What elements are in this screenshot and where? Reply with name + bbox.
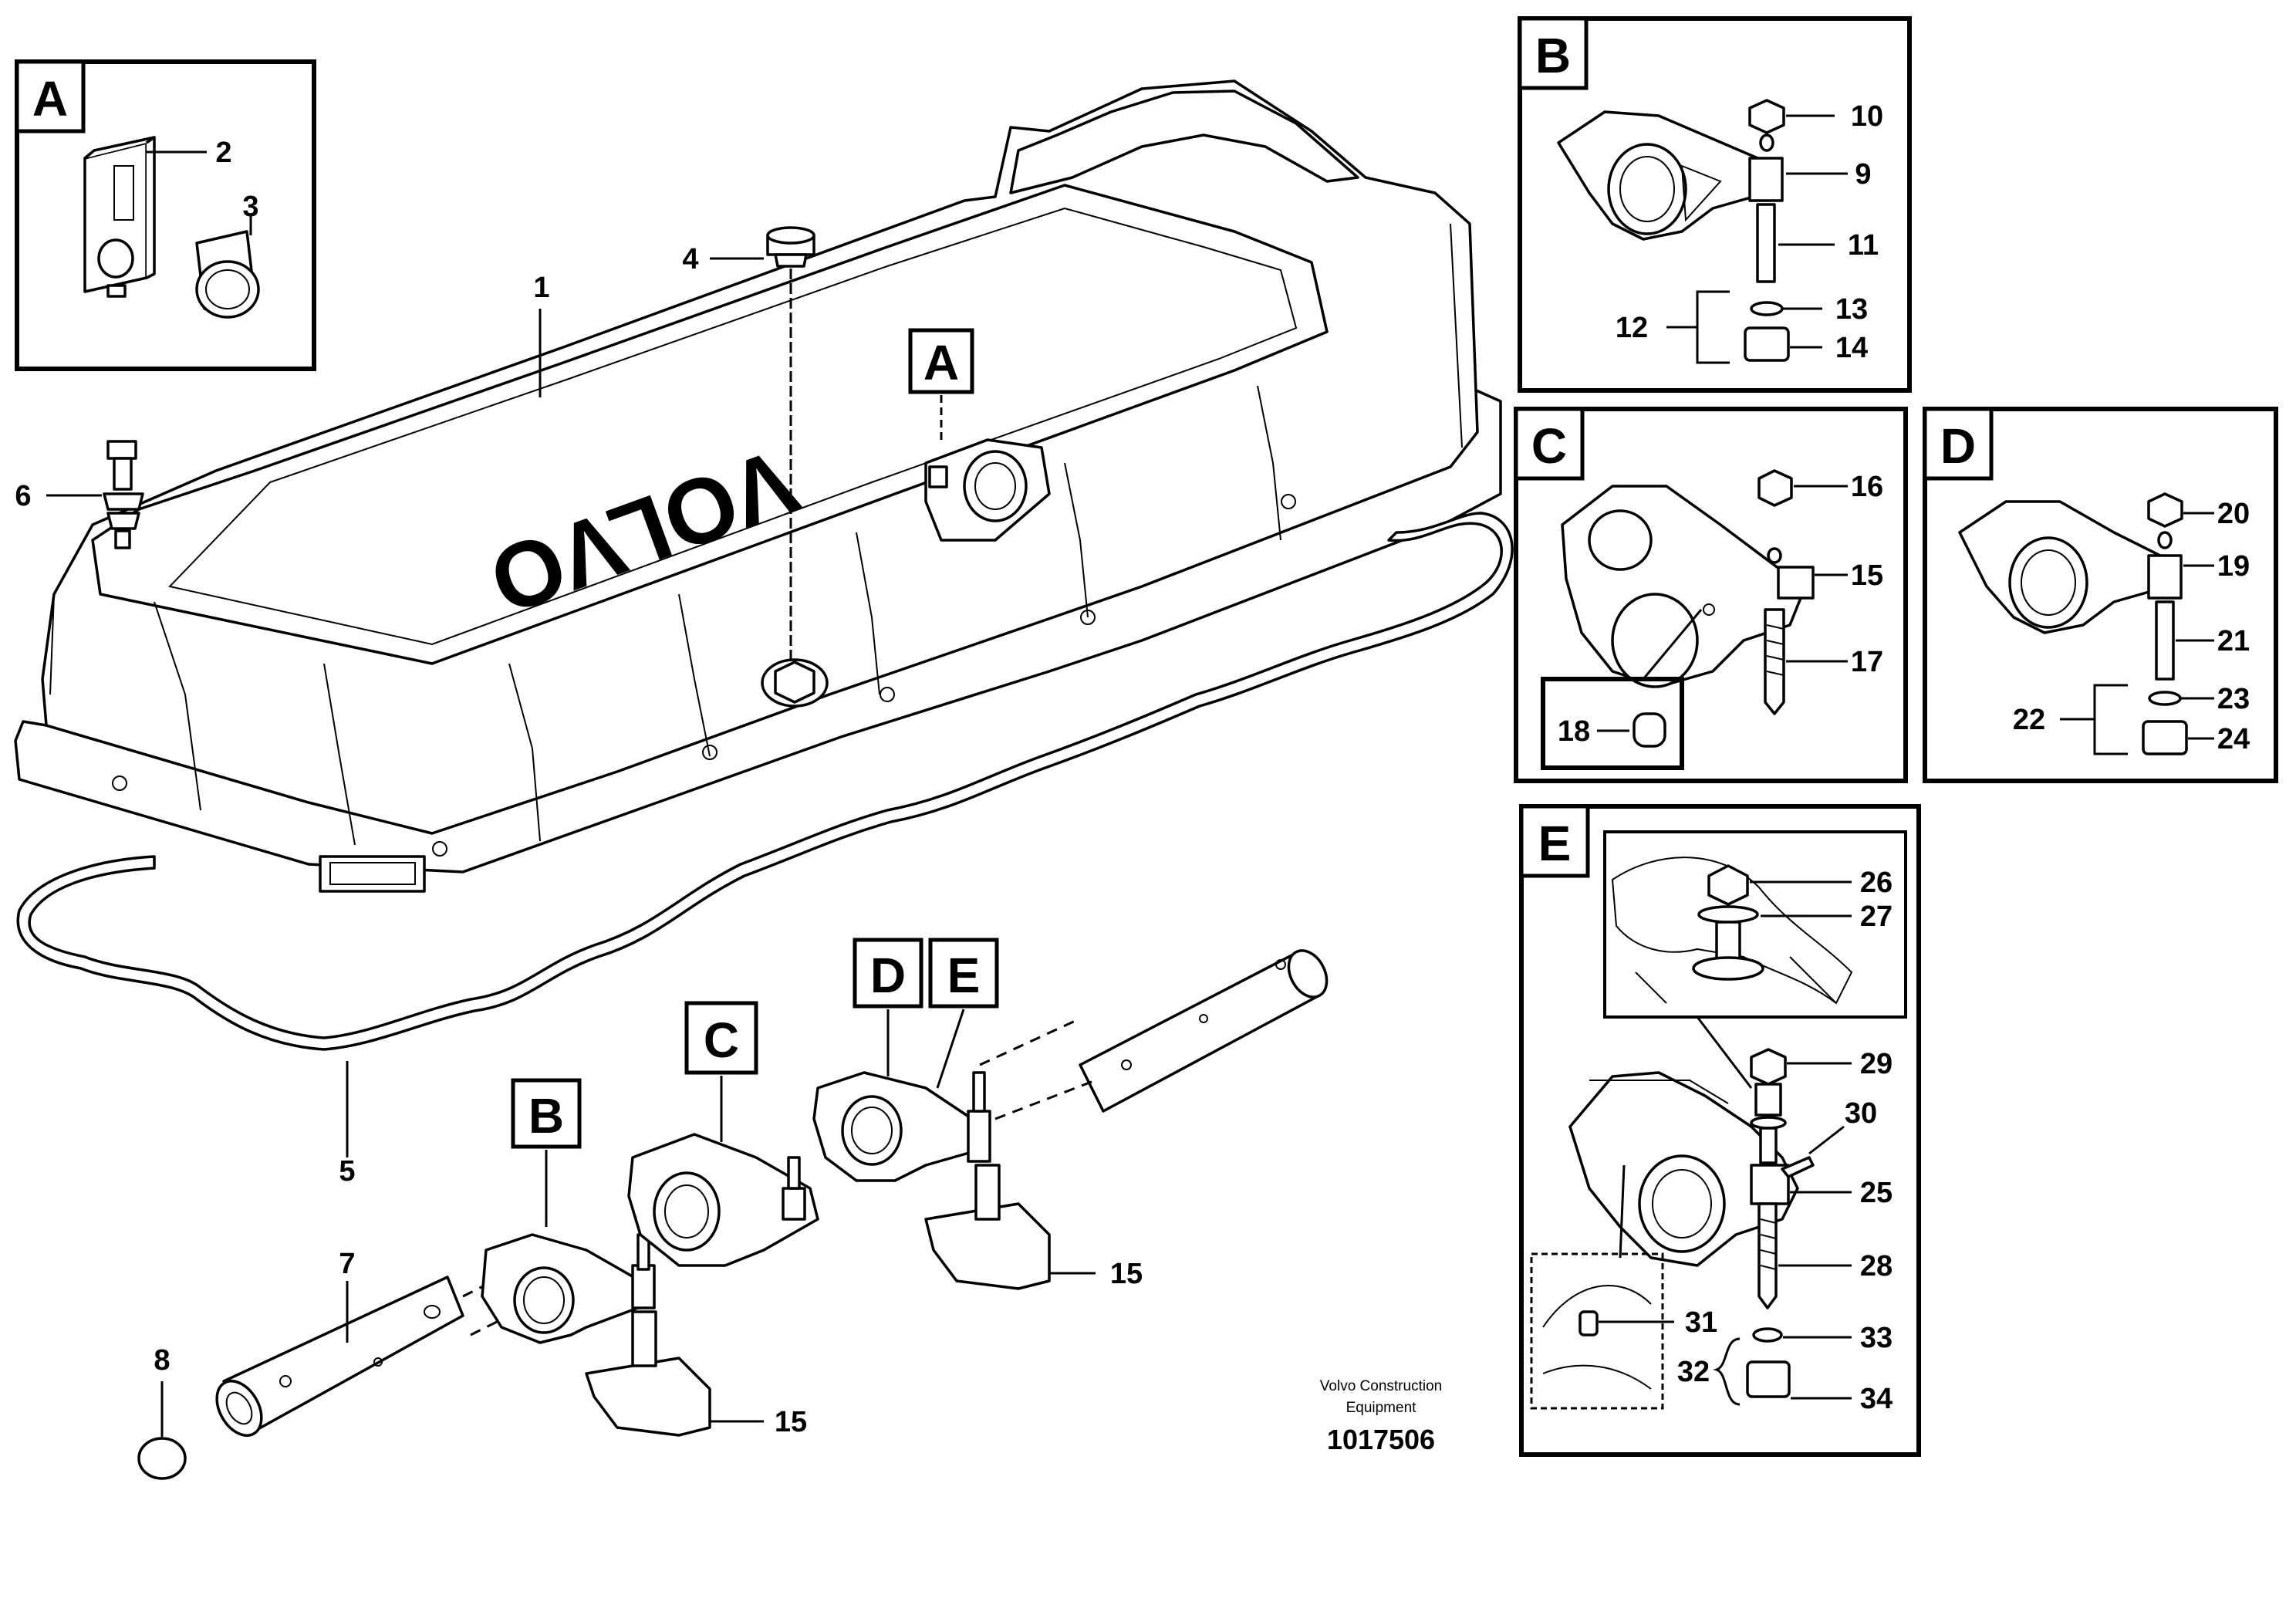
part-label-33: 32 (1677, 1356, 1710, 1388)
rocker-arm-d (812, 1071, 991, 1182)
callout-b-letter: B (528, 1088, 564, 1144)
part-label-2: 2 (215, 137, 231, 169)
part-label-25: 24 (2217, 723, 2250, 755)
reference-number: 1017506 (1327, 1424, 1435, 1455)
detail-d-letter: D (1940, 418, 1976, 474)
rocker-shaft-lower: 7 (215, 1248, 518, 1437)
detail-b-letter: B (1535, 28, 1571, 83)
bushing-part (195, 230, 260, 319)
part-label-32: 31 (1685, 1306, 1717, 1339)
part-label-14: 14 (1835, 332, 1868, 364)
clip-part (83, 136, 156, 298)
part-label-22: 21 (2217, 625, 2250, 657)
valve-bridge-upper: 15 (924, 1164, 1143, 1290)
company-line-1: Volvo Construction (1320, 1378, 1442, 1394)
callout-a-on-cover: A (908, 328, 974, 440)
part-label-3: 3 (242, 191, 258, 223)
part-label-27: 26 (1860, 867, 1893, 899)
cover-gasket: 5 (16, 512, 1514, 1188)
callout-a-letter: A (923, 335, 959, 390)
part-label-19: 18 (1558, 715, 1590, 748)
part-label-18: 17 (1851, 646, 1883, 678)
part-label-31: 30 (1845, 1097, 1877, 1130)
detail-c-letter: C (1531, 418, 1567, 474)
part-label-11: 11 (1848, 229, 1879, 262)
part-label-5: 5 (339, 1155, 355, 1188)
detail-b-panel: B 10 9 11 13 14 12 (1518, 16, 1912, 393)
detail-e-panel: E 26 27 (1519, 804, 1921, 1457)
part-label-28: 27 (1860, 901, 1893, 933)
breather-boss (924, 438, 1051, 542)
filler-plug: 4 (682, 226, 815, 664)
callout-b-on-shaft: B (511, 1078, 582, 1227)
callout-d-on-shaft: D (853, 938, 923, 1076)
callout-e-letter: E (947, 948, 981, 1003)
rocker-arm-b (481, 1233, 656, 1344)
detail-a-panel: A 2 3 (15, 59, 316, 371)
part-label-34: 33 (1860, 1322, 1893, 1354)
footer-reference: Volvo Construction Equipment 1017506 (1320, 1378, 1442, 1455)
part-label-26: 25 (1860, 1177, 1893, 1209)
part-label-17: 16 (1851, 471, 1883, 503)
part-label-7: 7 (339, 1248, 355, 1280)
part-label-4: 4 (682, 243, 698, 275)
part-label-15b: 15 (1110, 1258, 1143, 1290)
valve-bridge-lower: 15 (585, 1310, 807, 1438)
callout-d-letter: D (870, 948, 906, 1003)
part-label-16: 15 (1851, 559, 1883, 592)
detail-c-panel: C 16 15 17 18 (1514, 407, 1908, 783)
part-label-13: 13 (1835, 293, 1868, 326)
part-label-20: 19 (2217, 550, 2250, 583)
part-label-23: 22 (2013, 704, 2045, 736)
part-label-6: 6 (15, 480, 31, 512)
part-label-12: 12 (1616, 312, 1648, 344)
callout-e-on-shaft: E (928, 938, 999, 1089)
part-label-21: 20 (2217, 498, 2250, 530)
rocker-arm-c (627, 1133, 819, 1267)
part-label-30: 29 (1860, 1048, 1893, 1080)
part-label-35: 34 (1860, 1383, 1893, 1415)
part-label-9: 9 (1855, 158, 1871, 191)
shaft-end-plug: 8 (137, 1344, 187, 1480)
detail-d-panel: D 20 19 21 23 24 22 (1923, 407, 2278, 783)
part-label-1: 1 (533, 272, 549, 304)
callout-c-letter: C (704, 1012, 739, 1068)
part-label-29: 28 (1860, 1250, 1893, 1282)
valve-cover: VOLVO (14, 79, 1502, 893)
cover-bolt: 6 (15, 440, 144, 549)
part-label-8: 8 (154, 1344, 170, 1377)
part-label-10: 10 (1851, 100, 1883, 133)
company-line-2: Equipment (1346, 1400, 1417, 1416)
rocker-shaft-upper (979, 949, 1329, 1120)
callout-c-on-shaft: C (684, 1001, 758, 1142)
detail-a-letter: A (32, 71, 68, 127)
oil-filler-boss (761, 658, 829, 708)
detail-e-letter: E (1538, 816, 1572, 871)
part-label-24: 23 (2217, 683, 2250, 715)
part-label-15a: 15 (775, 1406, 807, 1438)
